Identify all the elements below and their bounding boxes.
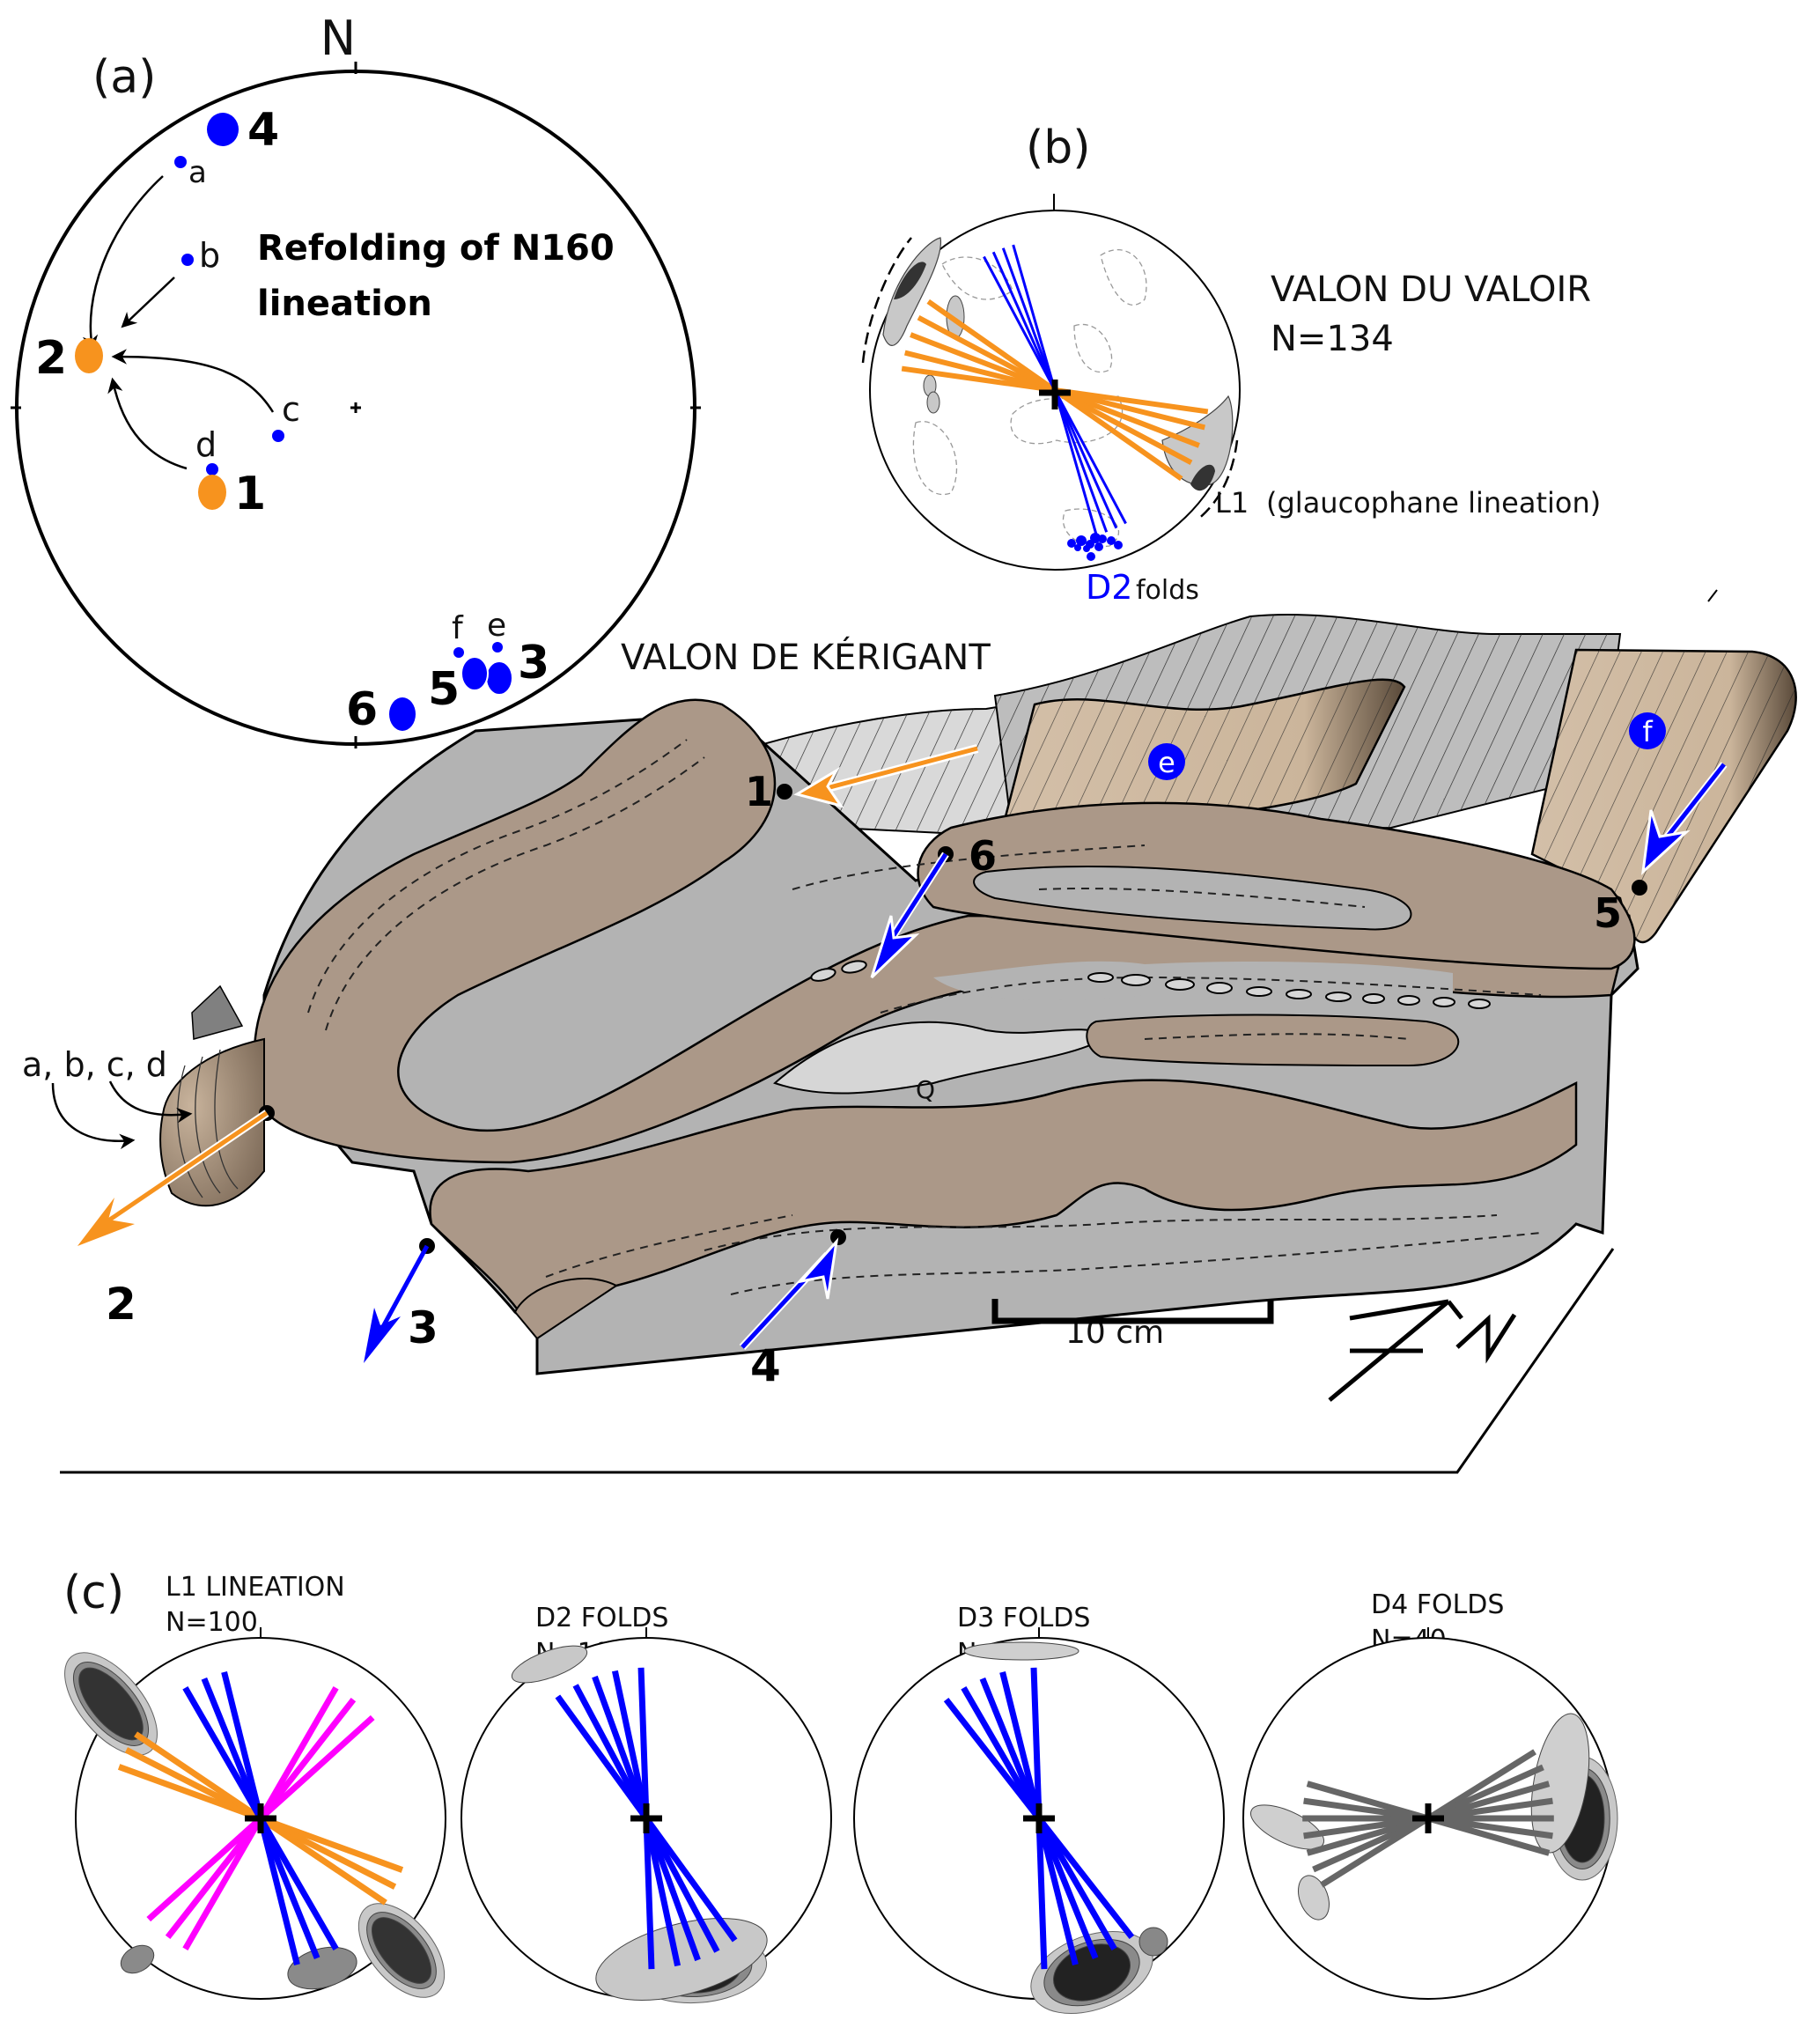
l1-desc: (glaucophane lineation) [1266, 486, 1601, 520]
stereonet-n: N=100 [166, 1607, 258, 1638]
site-n-count: N=134 [1271, 319, 1394, 359]
marker-3-label: 3 [408, 1302, 438, 1353]
boudins [810, 960, 1491, 1009]
d2-fold-points [1067, 533, 1123, 561]
center-cross-icon [245, 1803, 276, 1833]
point-4-label: 4 [247, 104, 279, 157]
svg-text:f: f [1642, 715, 1653, 748]
density-contour [372, 1917, 431, 1984]
center-cross-icon [1023, 1803, 1055, 1833]
site-valon-de-kerigant: VALON DE KÉRIGANT [621, 636, 991, 678]
site-valon-du-valoir: VALON DU VALOIR [1271, 269, 1591, 310]
marker-4-label: 4 [750, 1340, 781, 1391]
badge-e [1148, 743, 1185, 780]
layer-tan-right [1086, 1014, 1460, 1067]
block-diagram: VALON DE KÉRIGANT e f Q [22, 589, 1797, 1474]
point-6-label: 6 [346, 683, 378, 736]
refolding-title-line1: Refolding of N160 [257, 228, 615, 269]
density-max [894, 262, 926, 299]
stereonet-3: D3 FOLDSN=70 [853, 1603, 1225, 2015]
stereonet-4: D4 FOLDSN=40 [1242, 1589, 1618, 2000]
center-cross-icon [350, 402, 361, 413]
marker-6-label: 6 [969, 832, 997, 880]
density-contour [963, 1641, 1079, 1661]
point-3-label: 3 [518, 637, 549, 689]
point-d-label: d [195, 425, 217, 464]
arrow-a-to-2 [82, 175, 164, 351]
point-c [272, 430, 284, 442]
marker-2-label: 2 [106, 1279, 136, 1330]
base-plane [60, 1248, 1615, 1474]
arrow-1 [822, 746, 978, 792]
arrow-d-to-2 [107, 377, 188, 470]
d2-label: D2 [1086, 568, 1132, 607]
point-1 [198, 475, 226, 510]
marker-1-label: 1 [745, 768, 773, 815]
point-e-label: e [487, 608, 506, 644]
marker-1-dot [777, 784, 792, 800]
panel-c-label: (c) [63, 1567, 124, 1619]
point-6 [389, 697, 416, 731]
d2-desc: folds [1136, 575, 1199, 606]
foliation-traces [307, 739, 1542, 1295]
point-5-label: 5 [428, 663, 460, 716]
svg-text:e: e [1158, 746, 1175, 779]
panel-a-stereonet: (a) N Refolding of N160 lineation 4 a b … [11, 11, 701, 748]
density-contour [1138, 1927, 1168, 1957]
density-contour [882, 237, 942, 346]
point-d [206, 463, 218, 476]
center-cross-icon [630, 1803, 662, 1833]
marker-5-label: 5 [1594, 889, 1622, 937]
point-f-label: f [452, 610, 464, 646]
point-e [492, 642, 503, 653]
point-a-label: a [188, 155, 207, 190]
density-contour [511, 1645, 588, 1684]
abcd-label: a, b, c, d [22, 1045, 167, 1084]
quartz-label: Q [916, 1075, 935, 1104]
marker-4-dot [830, 1229, 846, 1245]
stereonet-2: D2 FOLDSN=100 [461, 1603, 832, 2004]
panel-a-label: (a) [92, 51, 156, 104]
north-label: N [321, 11, 356, 66]
layer-tan-lower [429, 1079, 1578, 1314]
density-contour [120, 1944, 155, 1974]
point-1-label: 1 [234, 468, 266, 520]
center-cross-icon [1039, 380, 1071, 409]
arrow-2 [95, 1110, 269, 1231]
arrow-6 [882, 852, 948, 951]
stereonet-title: D2 FOLDS [535, 1603, 668, 1633]
scale-bar [991, 1299, 1274, 1324]
north-arrow-icon [1328, 1299, 1517, 1402]
l1-label: L1 [1215, 486, 1249, 520]
point-5 [461, 656, 489, 691]
center-cross-icon [1412, 1803, 1444, 1833]
layer-tan-upper [253, 698, 1622, 1164]
stereonet-title: L1 LINEATION [166, 1572, 345, 1603]
point-c-label: c [282, 390, 300, 429]
density-contour [1298, 1875, 1330, 1921]
refolding-title-line2: lineation [257, 284, 432, 324]
stereonet-1: L1 LINEATION N=100 [64, 1572, 446, 2000]
point-b [181, 254, 194, 266]
badge-f [1629, 712, 1666, 749]
stereonet-title: D4 FOLDS [1371, 1589, 1504, 1620]
point-3 [485, 660, 513, 696]
panel-b-stereonet: (b) D2 folds [861, 122, 1601, 607]
point-f [453, 647, 464, 658]
stereonet-title: D3 FOLDS [957, 1603, 1090, 1633]
arrow-c-to-2 [111, 349, 275, 413]
arrow-b-to-2 [121, 276, 175, 328]
marker-5-dot [1632, 880, 1647, 896]
point-2-label: 2 [35, 332, 67, 385]
point-b-label: b [199, 236, 220, 275]
density-contour [595, 1917, 768, 2002]
point-a [174, 156, 187, 168]
density-contour [287, 1946, 357, 1990]
panel-b-label: (b) [1026, 122, 1091, 174]
point-4 [207, 113, 239, 146]
point-2 [75, 338, 103, 373]
